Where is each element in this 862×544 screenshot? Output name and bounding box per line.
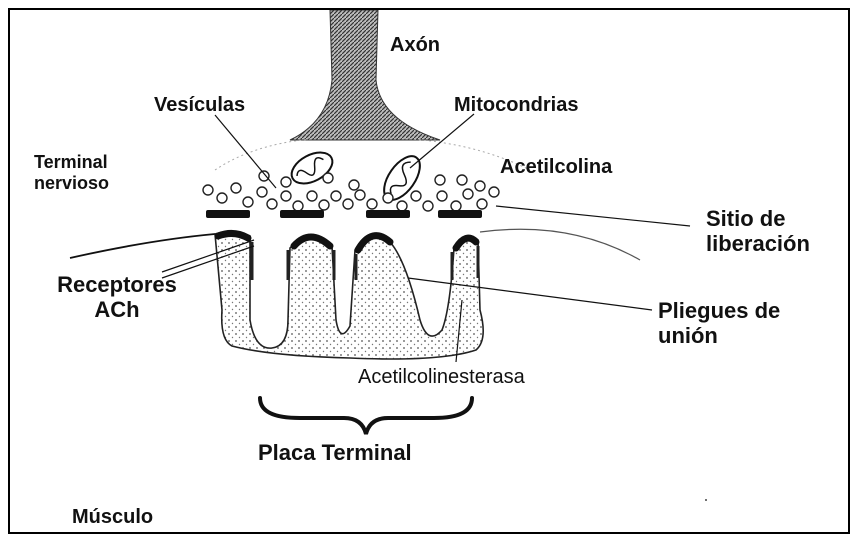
ach-receptors-label: Receptores ACh [32,272,202,323]
acetylcholinesterase-label: Acetilcolinesterasa [358,366,525,389]
muscle-membrane-left [70,234,215,258]
acetylcholine-label: Acetilcolina [500,156,612,179]
end-plate-label: Placa Terminal [258,440,412,465]
vesicles-label: Vesículas [154,94,245,117]
junctional-folds-label: Pliegues de unión [658,298,780,349]
synaptic-vesicles [203,171,499,211]
junctional-folds [215,231,483,359]
muscle-label: Músculo [72,506,153,529]
end-plate-brace [260,398,472,434]
release-site-label: Sitio de liberación [706,206,810,257]
diagram-frame: Axón Vesículas Mitocondrias Terminal ner… [8,8,850,534]
release-sites [206,210,482,218]
mitochondria-label: Mitocondrias [454,94,578,117]
axon-shape [290,10,440,140]
nerve-terminal-outline [215,138,530,170]
muscle-membrane-right [480,229,640,260]
speck [705,499,707,501]
axon-label: Axón [390,34,440,57]
ach-receptor-bands [218,233,476,250]
nerve-terminal-label: Terminal nervioso [34,152,109,193]
